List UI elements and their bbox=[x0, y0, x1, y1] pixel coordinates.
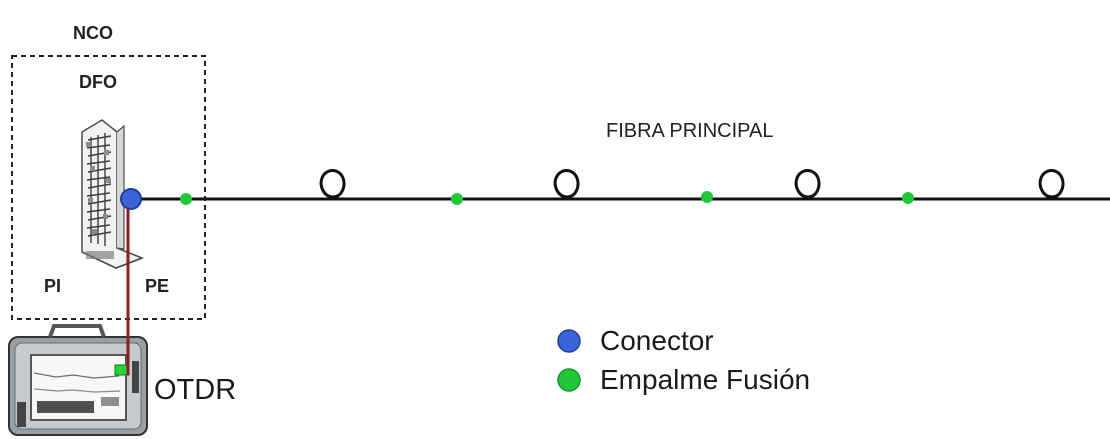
legend-fusion-swatch bbox=[557, 368, 581, 392]
otdr-device-icon bbox=[8, 324, 148, 436]
legend-connector-swatch bbox=[557, 329, 581, 353]
nco-label: NCO bbox=[73, 23, 113, 43]
pi-label: PI bbox=[44, 276, 61, 296]
fusion-splice-markers bbox=[180, 191, 914, 205]
pe-label: PE bbox=[145, 276, 169, 296]
splice-marker-3 bbox=[701, 191, 713, 203]
splice-marker-4 bbox=[902, 192, 914, 204]
connector-marker bbox=[120, 188, 142, 210]
connectivity-lines bbox=[126, 197, 1110, 375]
legend: Conector Empalme Fusión bbox=[557, 325, 810, 395]
fiber-slack-loops bbox=[319, 169, 1065, 199]
legend-fusion-item: Empalme Fusión bbox=[557, 364, 810, 395]
fiber-slack-loop-2 bbox=[553, 169, 580, 199]
diagram-labels: NCO DFO FIBRA PRINCIPAL PI PE OTDR bbox=[44, 23, 773, 406]
nco-enclosure bbox=[11, 55, 206, 320]
legend-connector-label: Conector bbox=[600, 325, 714, 356]
legend-fusion-label: Empalme Fusión bbox=[600, 364, 810, 395]
legend-connector-item: Conector bbox=[557, 325, 714, 356]
splice-marker-2 bbox=[451, 193, 463, 205]
fiber-distribution-frame-icon bbox=[81, 119, 145, 269]
fibra-principal-label: FIBRA PRINCIPAL bbox=[606, 120, 773, 142]
fiber-slack-loop-4 bbox=[1038, 169, 1065, 199]
dfo-label: DFO bbox=[79, 72, 117, 92]
splice-marker-1 bbox=[180, 193, 192, 205]
fiber-slack-loop-1 bbox=[319, 169, 346, 199]
otdr-label: OTDR bbox=[154, 374, 236, 406]
fiber-slack-loop-3 bbox=[794, 169, 821, 199]
